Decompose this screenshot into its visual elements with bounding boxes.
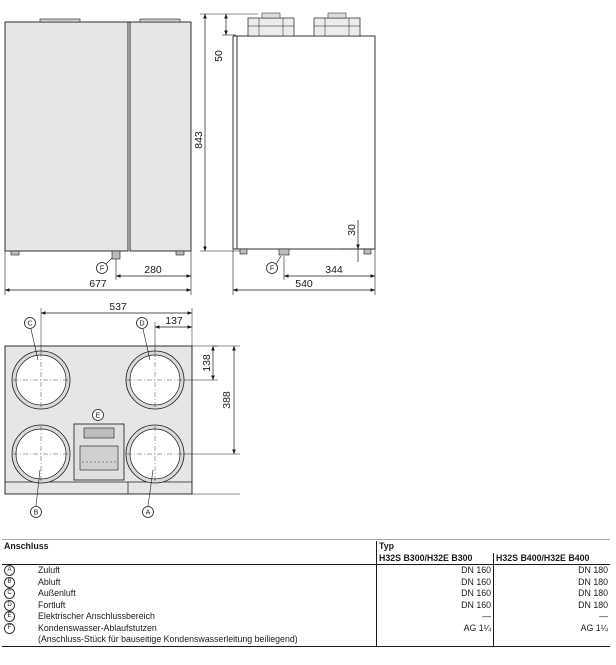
front-view: F 280 677	[4, 18, 192, 295]
dim-843: 843	[193, 131, 205, 149]
row-symbol: B	[4, 576, 15, 588]
front-cabinet-right	[129, 21, 192, 252]
front-foot-right	[175, 250, 185, 256]
table-header-row-1: Anschluss Typ	[2, 541, 610, 553]
dim-537: 537	[109, 301, 127, 313]
dim-677: 677	[89, 278, 107, 290]
dim-137: 137	[165, 315, 183, 327]
row-symbol: D	[4, 599, 15, 611]
front-marker-f	[96, 262, 108, 274]
side-cabinet	[236, 35, 376, 250]
side-spigot-right	[313, 17, 361, 37]
row-value-2: —	[493, 611, 610, 623]
row-symbol: F	[4, 622, 15, 634]
table-row: B Abluft DN 160 DN 180	[2, 576, 610, 588]
marker-d-label: D	[139, 321, 144, 328]
row-value-2: DN 180	[493, 599, 610, 611]
front-foot-left	[10, 250, 20, 256]
row-value-2: DN 180	[493, 564, 610, 577]
marker-a-label: A	[146, 510, 151, 517]
row-label: Außenluft	[38, 588, 76, 598]
row-value-1: AG 1¼	[376, 622, 494, 634]
row-symbol: A	[4, 565, 15, 577]
front-marker-f-label: F	[100, 266, 104, 273]
side-foot-right	[363, 248, 372, 255]
dim-344: 344	[325, 264, 343, 276]
dim-540: 540	[295, 278, 313, 290]
table-note-row: (Anschluss-Stück für bauseitige Kondensw…	[2, 634, 610, 646]
top-view: E C D B A 537 137 138 388	[4, 301, 240, 518]
table-header-row-2: H32S B300/H32E B300 H32S B400/H32E B400	[2, 552, 610, 565]
spigot-b	[11, 424, 71, 484]
spigot-c	[11, 350, 71, 410]
row-value-1: DN 160	[376, 588, 494, 600]
row-symbol: C	[4, 588, 15, 600]
row-value-2: AG 1¼	[493, 622, 610, 634]
row-note: (Anschluss-Stück für bauseitige Kondensw…	[38, 634, 298, 644]
row-value-1: DN 160	[376, 576, 494, 588]
front-drain-stub	[111, 250, 121, 260]
front-top-tab-right	[139, 18, 181, 23]
side-marker-f-label: F	[270, 266, 274, 273]
marker-b	[30, 506, 42, 518]
connection-table: Anschluss Typ H32S B300/H32E B300 H32S B…	[2, 541, 610, 647]
dim-30: 30	[346, 224, 358, 236]
row-label: Abluft	[38, 576, 61, 587]
marker-b-label: B	[34, 510, 39, 517]
dim-50: 50	[213, 50, 225, 62]
marker-d	[136, 317, 148, 329]
spigot-a	[125, 424, 185, 484]
table-row: A Zuluft DN 160 DN 180	[2, 564, 610, 577]
electrical-box	[73, 423, 125, 481]
table-row: E Elektrischer Anschlussbereich — —	[2, 611, 610, 623]
row-label: Zuluft	[38, 565, 61, 575]
row-value-1: —	[376, 611, 494, 623]
front-cabinet-left	[4, 21, 129, 252]
dim-388: 388	[221, 391, 233, 409]
row-value-1: DN 160	[376, 599, 494, 611]
side-foot-left	[239, 248, 248, 255]
dim-280: 280	[144, 264, 162, 276]
row-label: Fortluft	[38, 599, 66, 610]
row-value-2: DN 180	[493, 588, 610, 600]
side-marker-f	[266, 262, 278, 274]
marker-c-label: C	[27, 321, 32, 328]
table-row: C Außenluft DN 160 DN 180	[2, 588, 610, 600]
header-typ: Typ	[376, 541, 494, 553]
row-label: Elektrischer Anschlussbereich	[38, 611, 155, 621]
side-spigot-left	[247, 17, 295, 37]
header-model-1: H32S B300/H32E B300	[376, 552, 494, 565]
dim-138: 138	[201, 354, 213, 372]
marker-e-label: E	[96, 413, 101, 420]
side-view: 30 F 344 540	[232, 12, 376, 295]
header-model-2: H32S B400/H32E B400	[493, 552, 610, 565]
table-row: D Fortluft DN 160 DN 180	[2, 599, 610, 611]
row-label: Kondenswasser-Ablaufstutzen	[38, 622, 157, 633]
row-value-2: DN 180	[493, 576, 610, 588]
marker-c	[24, 317, 36, 329]
header-anschluss: Anschluss	[4, 541, 49, 551]
spigot-d	[125, 350, 185, 410]
technical-drawing: F 280 677 843 50	[2, 12, 610, 540]
height-dimensions: 843 50	[193, 13, 258, 252]
front-top-tab-left	[39, 18, 81, 23]
row-value-1: DN 160	[376, 564, 494, 577]
row-symbol: E	[4, 611, 15, 623]
marker-a	[142, 506, 154, 518]
table-row: F Kondenswasser-Ablaufstutzen AG 1¼ AG 1…	[2, 622, 610, 634]
marker-e	[92, 409, 104, 421]
side-drain-stub	[278, 248, 290, 256]
